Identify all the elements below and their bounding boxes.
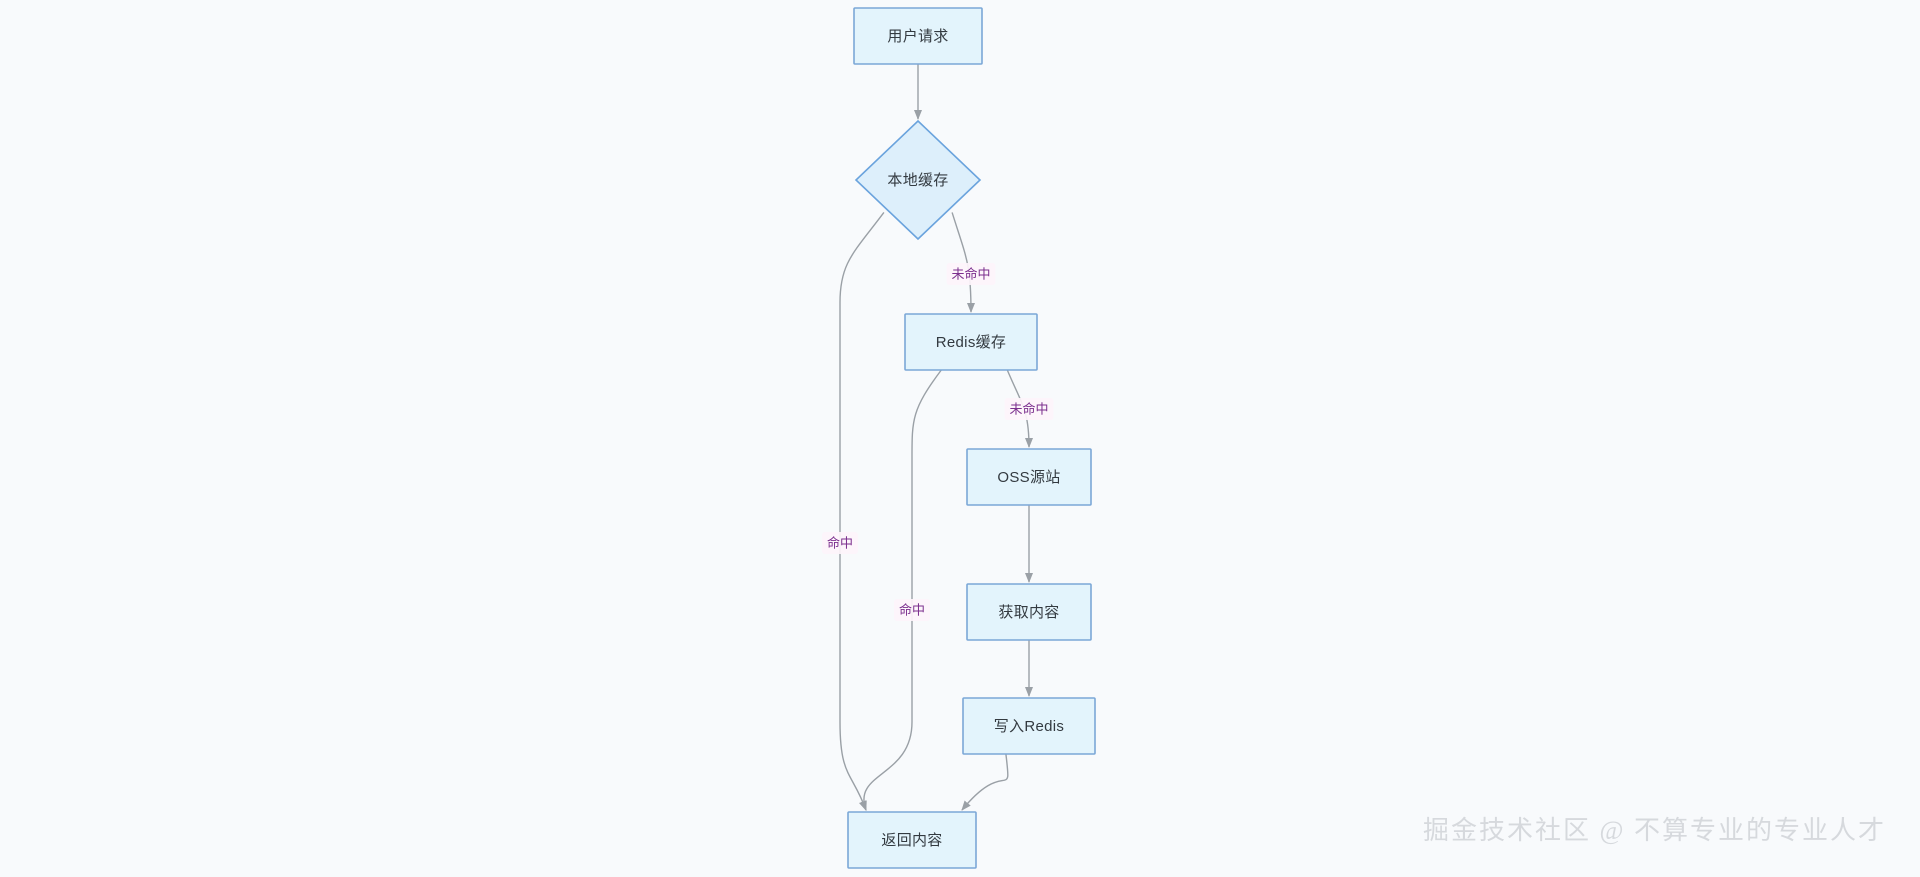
- edge-label-text: 未命中: [951, 266, 990, 281]
- node-shape-rect: [847, 811, 977, 869]
- node-write_redis[interactable]: 写入Redis: [962, 697, 1096, 755]
- edge-label-e2: 未命中: [946, 263, 996, 285]
- node-label-write_redis: 写入Redis: [994, 718, 1064, 735]
- node-label-return_content: 返回内容: [881, 832, 942, 849]
- node-return_content[interactable]: 返回内容: [847, 811, 977, 869]
- node-oss_origin[interactable]: OSS源站: [966, 448, 1092, 506]
- edge-label-background: [894, 599, 930, 621]
- edge-label-background: [1004, 398, 1054, 420]
- node-local_cache[interactable]: 本地缓存: [854, 119, 982, 241]
- node-redis_cache[interactable]: Redis缓存: [904, 313, 1038, 371]
- edge-redis_cache-to-return_content: [859, 369, 942, 811]
- node-shape-rect: [853, 7, 983, 65]
- node-label-redis_cache: Redis缓存: [936, 334, 1006, 351]
- edge-label-background: [946, 263, 996, 285]
- node-shape-rect: [962, 697, 1096, 755]
- node-user_request[interactable]: 用户请求: [853, 7, 983, 65]
- node-label-user_request: 用户请求: [887, 28, 948, 45]
- edge-write_redis-to-return_content: [961, 753, 1009, 811]
- node-fetch_content[interactable]: 获取内容: [966, 583, 1092, 641]
- edge-label-text: 未命中: [1009, 401, 1048, 416]
- edge-label-e5: 命中: [894, 599, 930, 621]
- node-shape-diamond: [854, 119, 982, 241]
- node-shape-rect: [966, 448, 1092, 506]
- watermark-text: 掘金技术社区 @ 不算专业的专业人才: [1423, 816, 1886, 845]
- node-shape-rect: [904, 313, 1038, 371]
- node-label-oss_origin: OSS源站: [997, 469, 1060, 486]
- edge-label-e4: 未命中: [1004, 398, 1054, 420]
- edge-label-background: [822, 532, 858, 554]
- edge-label-text: 命中: [827, 535, 853, 550]
- node-shape-rect: [966, 583, 1092, 641]
- edges-layer: [839, 64, 1033, 811]
- node-label-fetch_content: 获取内容: [998, 604, 1059, 621]
- edge-label-e3: 命中: [822, 532, 858, 554]
- edge-label-text: 命中: [899, 602, 925, 617]
- edge-local_cache-to-return_content: [839, 212, 885, 811]
- edge-local_cache-to-redis_cache: [951, 212, 975, 313]
- node-label-local_cache: 本地缓存: [887, 172, 948, 189]
